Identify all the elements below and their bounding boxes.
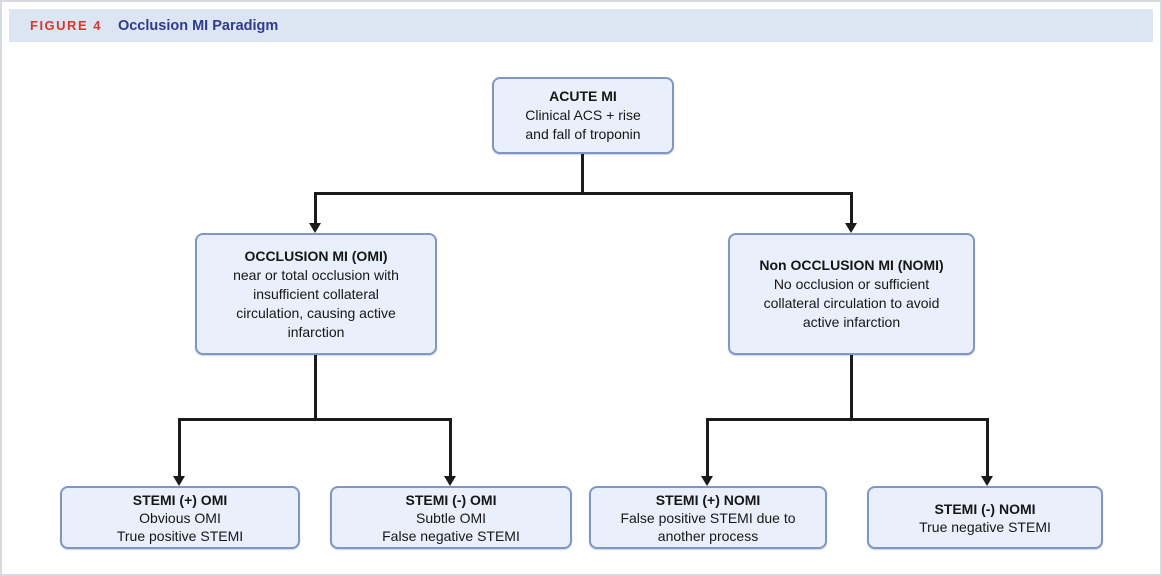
figure-header: FIGURE 4 Occlusion MI Paradigm <box>9 9 1153 42</box>
connector-drop-nomi <box>850 192 853 224</box>
arrowhead-stemi-pos-nomi <box>701 476 713 486</box>
arrowhead-stemi-pos-omi <box>173 476 185 486</box>
node-body-line: circulation, causing active <box>236 304 396 321</box>
node-body-line: True negative STEMI <box>919 518 1051 535</box>
node-body-line: another process <box>657 527 759 544</box>
node-occlusion-mi: OCCLUSION MI (OMI) near or total occlusi… <box>195 233 437 355</box>
node-body-line: collateral circulation to avoid <box>763 295 940 311</box>
node-body-line: False positive STEMI due to <box>620 509 796 526</box>
node-title: Non OCCLUSION MI (NOMI) <box>759 257 944 273</box>
node-body-line: near or total occlusion with <box>233 266 399 283</box>
node-title: STEMI (-) OMI <box>405 491 497 508</box>
connector-omi-stem <box>314 355 317 421</box>
node-stemi-pos-omi: STEMI (+) OMI Obvious OMI True positive … <box>60 486 300 549</box>
connector-drop-stemi-neg-nomi <box>986 418 989 478</box>
node-non-occlusion-mi: Non OCCLUSION MI (NOMI) No occlusion or … <box>728 233 975 355</box>
node-stemi-neg-nomi: STEMI (-) NOMI True negative STEMI <box>867 486 1103 549</box>
node-body-line: No occlusion or sufficient <box>773 276 930 292</box>
connector-nomi-crossbar <box>706 418 988 421</box>
node-body-line: Subtle OMI <box>415 509 487 526</box>
node-body-line: False negative STEMI <box>382 527 520 544</box>
arrowhead-omi <box>309 223 321 233</box>
node-stemi-pos-nomi: STEMI (+) NOMI False positive STEMI due … <box>589 486 827 549</box>
node-body-line: Clinical ACS + rise <box>525 107 641 123</box>
node-body-line: infarction <box>287 323 345 340</box>
node-body-line: True positive STEMI <box>116 527 244 544</box>
connector-omi-crossbar <box>178 418 452 421</box>
connector-acute-stem <box>581 154 584 194</box>
arrowhead-stemi-neg-omi <box>444 476 456 486</box>
node-body-line: active infarction <box>802 314 901 330</box>
node-title: OCCLUSION MI (OMI) <box>244 247 388 264</box>
figure-title: Occlusion MI Paradigm <box>117 17 279 34</box>
node-title: STEMI (+) NOMI <box>655 491 761 508</box>
node-body-line: Obvious OMI <box>139 509 221 526</box>
connector-nomi-stem <box>850 355 853 421</box>
figure-label: FIGURE 4 <box>30 18 102 33</box>
arrowhead-nomi <box>845 223 857 233</box>
connector-drop-stemi-pos-omi <box>178 418 181 478</box>
node-body-line: insufficient collateral <box>253 285 379 302</box>
node-title: STEMI (+) OMI <box>132 491 228 508</box>
connector-drop-stemi-pos-nomi <box>706 418 709 478</box>
node-title: ACUTE MI <box>549 88 617 104</box>
node-stemi-neg-omi: STEMI (-) OMI Subtle OMI False negative … <box>330 486 572 549</box>
node-acute-mi: ACUTE MI Clinical ACS + rise and fall of… <box>492 77 674 154</box>
connector-level1-crossbar <box>314 192 853 195</box>
node-title: STEMI (-) NOMI <box>934 500 1036 517</box>
arrowhead-stemi-neg-nomi <box>981 476 993 486</box>
connector-drop-stemi-neg-omi <box>449 418 452 478</box>
node-body-line: and fall of troponin <box>525 126 641 142</box>
connector-drop-omi <box>314 192 317 224</box>
